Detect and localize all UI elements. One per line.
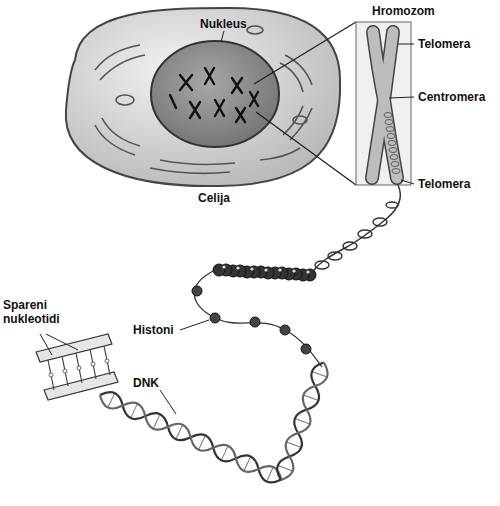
part-label: Nukleus <box>200 17 247 31</box>
part-label: Histoni <box>133 323 174 337</box>
part-label: Hromozom <box>372 4 435 18</box>
part-label: Celija <box>198 191 230 205</box>
part-label: Spareni nukleotidi <box>3 298 73 326</box>
part-label: Telomera <box>418 177 470 191</box>
part-label: Telomera <box>418 37 470 51</box>
part-label: Centromera <box>418 90 485 104</box>
part-label: DNK <box>133 376 159 390</box>
